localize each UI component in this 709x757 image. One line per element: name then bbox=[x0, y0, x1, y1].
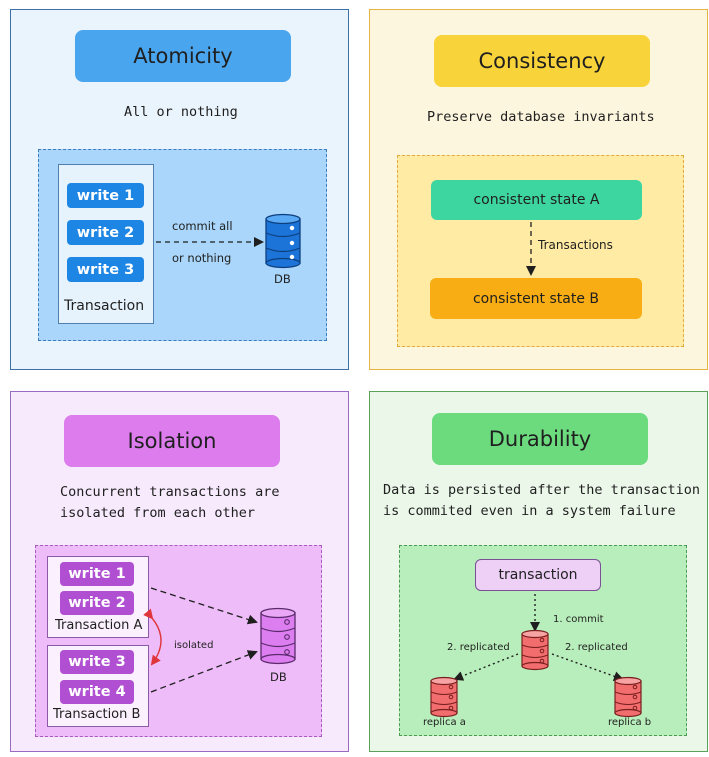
isolation-write-2-label: write 2 bbox=[68, 595, 126, 611]
consistency-state-b-label: consistent state B bbox=[472, 290, 600, 307]
atomicity-arrow-label-bottom: or nothing bbox=[172, 251, 232, 265]
isolation-write-4: write 4 bbox=[60, 680, 134, 704]
isolation-transaction-a-label: Transaction A bbox=[55, 618, 143, 633]
isolation-subtitle-line1: Concurrent transactions are bbox=[60, 484, 280, 500]
durability-transaction: transaction bbox=[475, 559, 601, 591]
atomicity-subtitle: All or nothing bbox=[124, 104, 238, 120]
atomicity-write-3: write 3 bbox=[67, 257, 144, 282]
consistency-title: Consistency bbox=[434, 35, 650, 87]
isolation-write-3: write 3 bbox=[60, 650, 134, 674]
atomicity-write-2-label: write 2 bbox=[76, 224, 135, 241]
isolation-title-text: Isolation bbox=[127, 429, 217, 453]
isolation-db-icon bbox=[260, 607, 296, 665]
durability-replicate-left-arrow bbox=[453, 653, 519, 681]
isolation-write-1-label: write 1 bbox=[68, 566, 126, 582]
durability-subtitle-line2: is commited even in a system failure bbox=[383, 503, 676, 519]
consistency-state-a-label: consistent state A bbox=[473, 192, 600, 208]
durability-title-text: Durability bbox=[488, 427, 592, 451]
isolation-db-label: DB bbox=[270, 670, 287, 684]
durability-subtitle-line1: Data is persisted after the transaction bbox=[383, 482, 700, 498]
isolation-write-4-label: write 4 bbox=[68, 684, 126, 700]
isolation-write-1: write 1 bbox=[60, 562, 134, 586]
durability-replica-a-db-icon bbox=[430, 676, 458, 718]
consistency-subtitle: Preserve database invariants bbox=[427, 109, 655, 125]
atomicity-write-2: write 2 bbox=[67, 220, 144, 245]
atomicity-title: Atomicity bbox=[75, 30, 291, 82]
durability-transaction-label: transaction bbox=[498, 567, 578, 583]
consistency-title-text: Consistency bbox=[478, 49, 606, 73]
durability-replica-a-label: replica a bbox=[423, 717, 466, 728]
atomicity-transaction-label: Transaction bbox=[64, 298, 145, 314]
atomicity-db-icon bbox=[265, 213, 301, 269]
durability-replicated-left-label: 2. replicated bbox=[447, 642, 510, 653]
durability-replicated-right-label: 2. replicated bbox=[565, 642, 628, 653]
atomicity-write-3-label: write 3 bbox=[76, 261, 135, 278]
consistency-arrow-label: Transactions bbox=[538, 238, 613, 252]
durability-primary-db-icon bbox=[521, 629, 549, 671]
isolation-arrow-b bbox=[150, 650, 258, 693]
isolation-red-bracket bbox=[143, 608, 162, 666]
atomicity-write-1: write 1 bbox=[67, 183, 144, 208]
atomicity-db-label: DB bbox=[274, 272, 291, 286]
consistency-state-a: consistent state A bbox=[431, 180, 642, 220]
consistency-state-b: consistent state B bbox=[430, 278, 642, 319]
isolation-title: Isolation bbox=[64, 415, 280, 467]
isolation-write-3-label: write 3 bbox=[68, 654, 126, 670]
durability-commit-label: 1. commit bbox=[553, 614, 604, 625]
isolation-isolated-label: isolated bbox=[174, 640, 214, 651]
atomicity-title-text: Atomicity bbox=[133, 44, 233, 68]
isolation-transaction-b-label: Transaction B bbox=[53, 707, 141, 722]
durability-replicate-right-arrow bbox=[551, 653, 624, 682]
atomicity-write-1-label: write 1 bbox=[76, 187, 135, 204]
isolation-subtitle-line2: isolated from each other bbox=[60, 505, 256, 521]
atomicity-arrow-label-top: commit all bbox=[172, 219, 233, 233]
durability-replica-b-label: replica b bbox=[608, 717, 652, 728]
isolation-write-2: write 2 bbox=[60, 591, 134, 615]
durability-title: Durability bbox=[432, 413, 648, 465]
durability-replica-b-db-icon bbox=[614, 676, 642, 718]
isolation-arrow-a bbox=[150, 587, 258, 625]
